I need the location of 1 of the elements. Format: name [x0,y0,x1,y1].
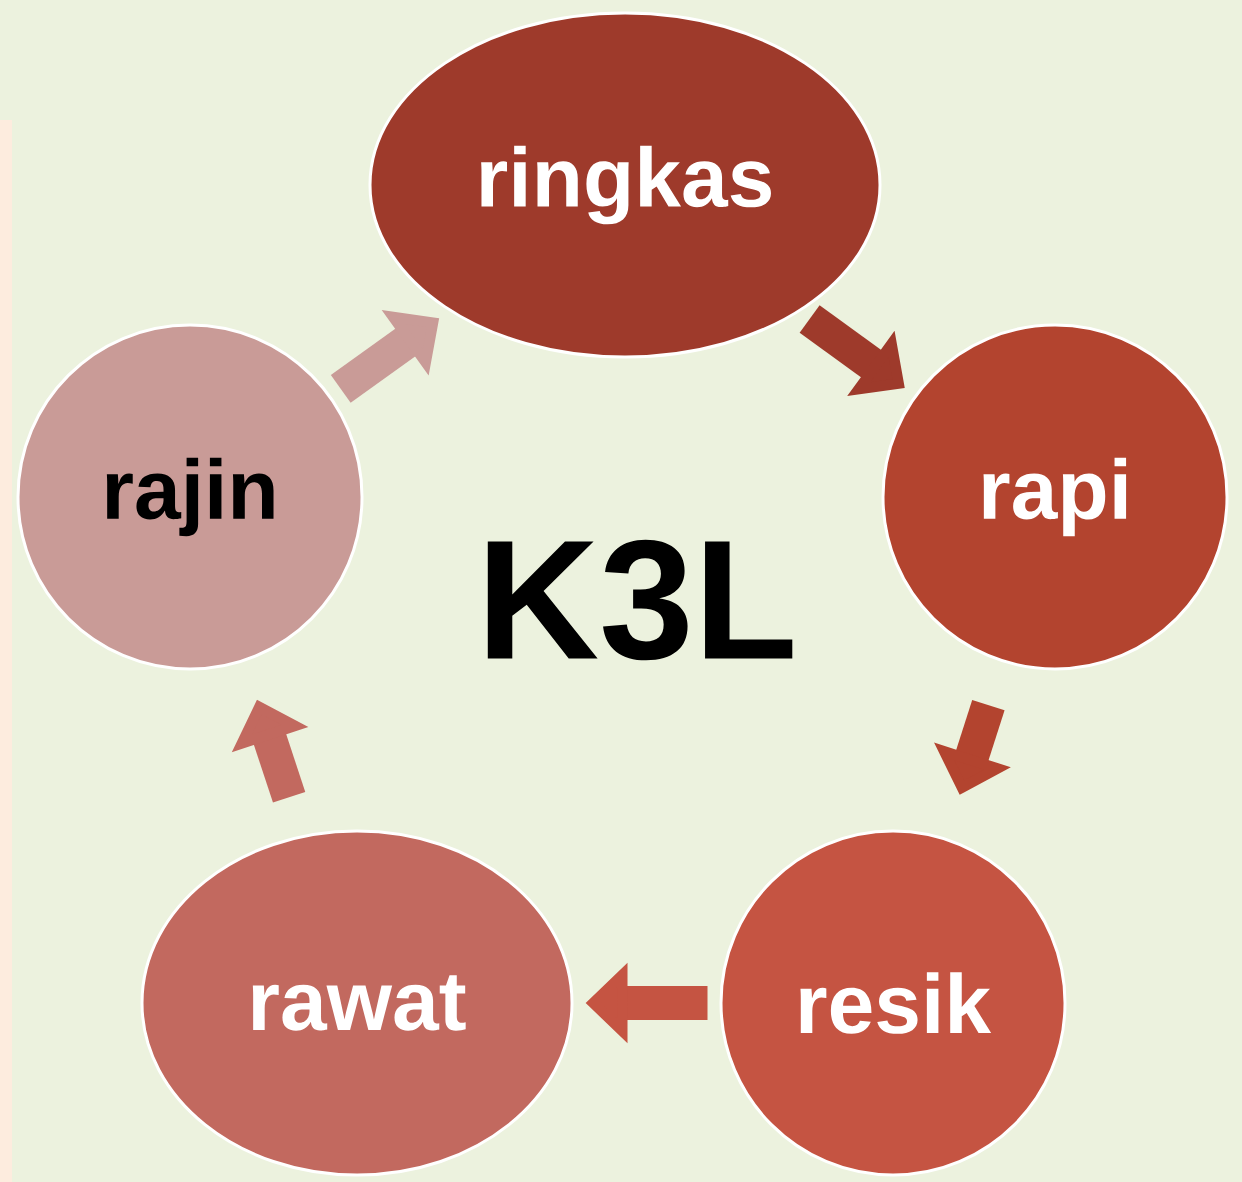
center-title: K3L [487,539,793,661]
